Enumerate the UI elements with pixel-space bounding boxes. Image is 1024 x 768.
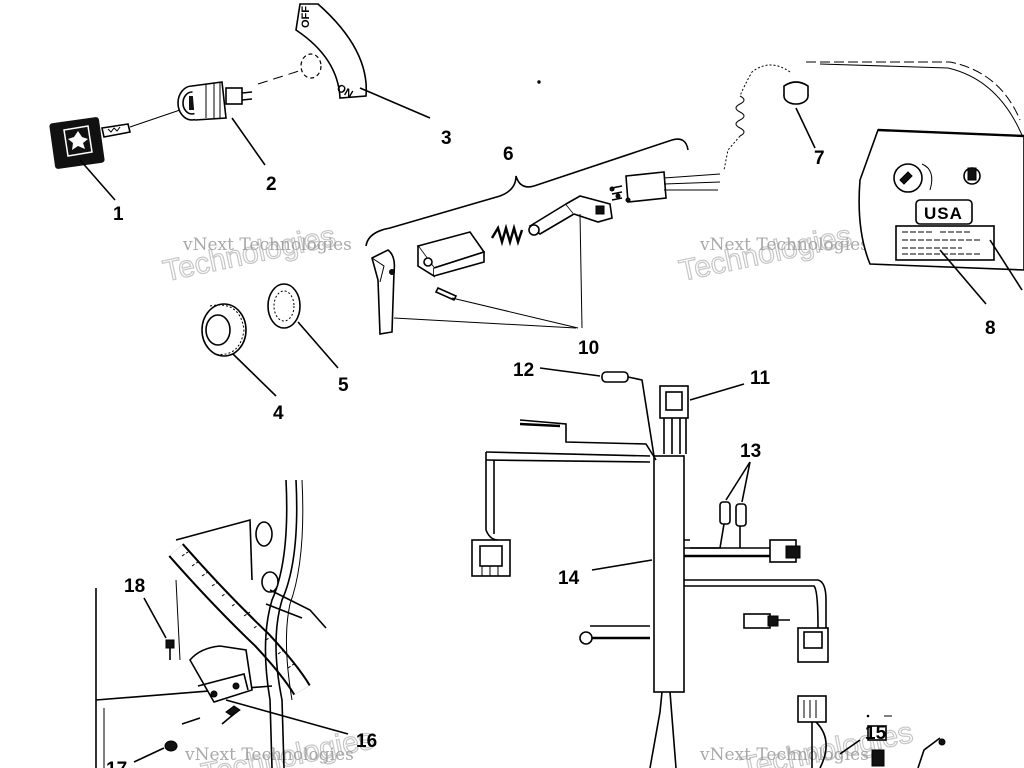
callout-5: 5 <box>338 375 349 396</box>
console-part: USA <box>806 61 1024 271</box>
leader-line-15 <box>839 739 861 755</box>
leader-line-13b <box>741 461 751 503</box>
callout-16: 16 <box>356 731 377 752</box>
callout-12: 12 <box>513 360 534 381</box>
leader-line-8 <box>939 249 987 305</box>
callout-4: 4 <box>273 403 284 424</box>
switch-assembly-parts <box>371 171 721 335</box>
leader-line-4 <box>232 353 277 397</box>
off-label: OFF <box>300 6 312 28</box>
usa-badge-label: USA <box>924 204 963 223</box>
leader-line-1 <box>79 159 116 201</box>
watermark-text: vNext Technologies <box>182 235 352 255</box>
callout-8: 8 <box>985 318 996 339</box>
callout-1: 1 <box>113 204 124 225</box>
switch-to-plate-line <box>257 69 303 85</box>
nut-part <box>201 303 247 357</box>
connector-15-part <box>797 695 946 768</box>
key-part <box>49 117 131 169</box>
stray-dot <box>537 80 541 84</box>
callout-18: 18 <box>124 576 145 597</box>
callout-14: 14 <box>558 568 580 589</box>
callout-10: 10 <box>578 338 599 359</box>
leader-line-10a <box>393 317 577 329</box>
leader-line-11 <box>689 383 745 401</box>
watermark-text: vNext Technologies <box>184 745 354 765</box>
leader-line-16 <box>225 699 349 735</box>
switch-plate-part: OFF ON <box>295 3 368 101</box>
leader-line-9 <box>989 239 1023 291</box>
leader-line-18 <box>143 597 167 639</box>
key-to-switch-line <box>129 109 181 128</box>
cap-lanyard-part <box>723 64 809 171</box>
leader-line-7 <box>795 107 816 149</box>
callout-7: 7 <box>814 148 825 169</box>
frame-mount-part <box>95 479 327 768</box>
leader-line-13a <box>725 461 751 501</box>
stray-dot <box>866 714 870 718</box>
leader-line-2 <box>231 117 266 166</box>
leader-line-10c <box>579 213 583 329</box>
watermark-text: vNext Technologies <box>699 745 869 765</box>
callout-13: 13 <box>740 441 761 462</box>
leader-line-3 <box>359 87 431 119</box>
leader-line-5 <box>297 321 339 369</box>
lock-washer-part <box>267 283 301 329</box>
callout-2: 2 <box>266 174 277 195</box>
callout-17: 17 <box>106 759 127 768</box>
callout-3: 3 <box>441 128 452 149</box>
leader-line-17 <box>133 747 165 763</box>
leader-line-12 <box>539 367 601 377</box>
callout-6: 6 <box>503 144 514 165</box>
leader-line-14 <box>591 559 653 571</box>
leader-line-10b <box>451 297 579 329</box>
ignition-switch-part <box>177 81 253 121</box>
callout-15: 15 <box>865 723 887 744</box>
assembly-bracket-6 <box>365 138 689 247</box>
wiring-harness-part <box>471 371 829 768</box>
callout-11: 11 <box>750 368 771 389</box>
watermark-text: vNext Technologies <box>699 235 869 255</box>
